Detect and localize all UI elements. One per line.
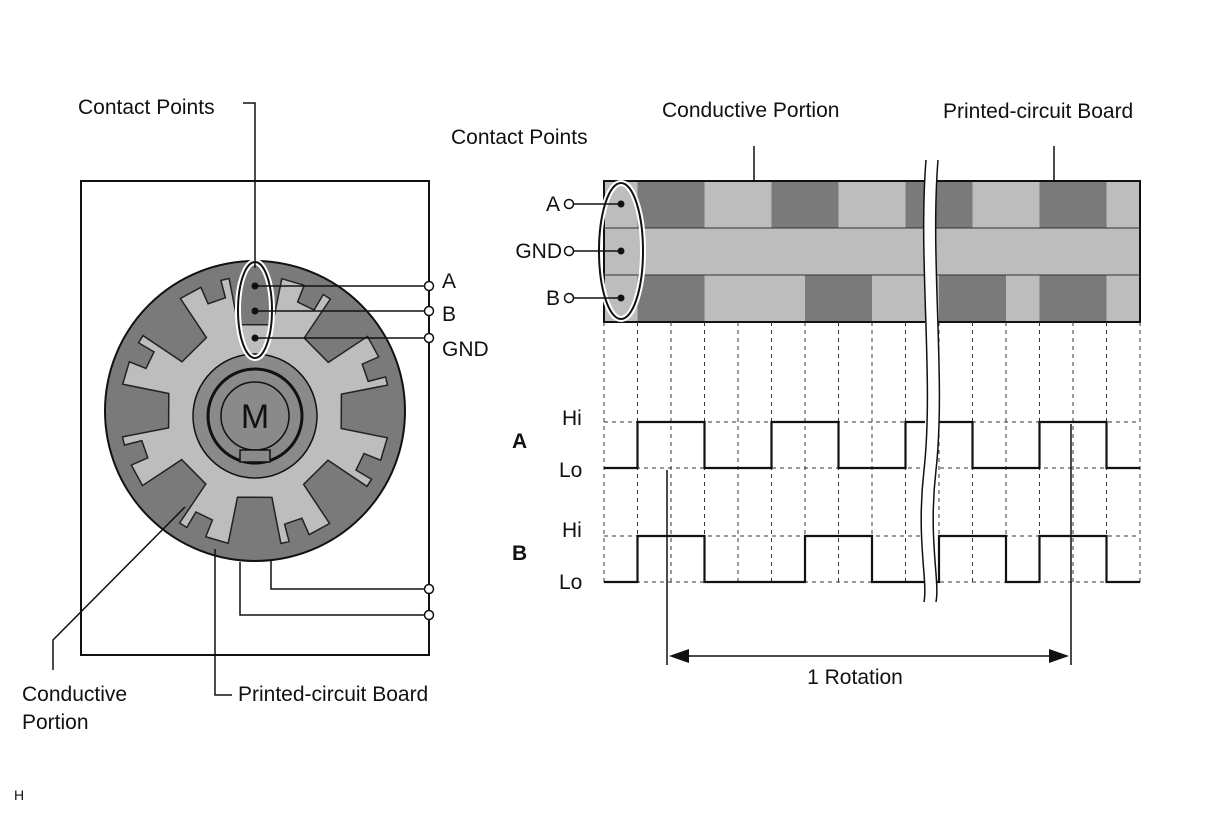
contact-points-leader [243,102,256,268]
right-conductive-portion-label: Conductive Portion [662,99,839,122]
strip-cell-gnd [939,228,973,275]
break-line-right [932,159,941,603]
right-row-label-b: B [546,287,560,310]
signal-a-hi-label: Hi [562,407,582,430]
right-contact-points-label: Contact Points [451,126,588,149]
strip-cell-a [1006,181,1040,228]
strip-cell-a [905,181,925,228]
strip-cell-gnd [805,228,839,275]
linear-strip-right [936,180,1141,584]
strip-cell-gnd [771,228,806,275]
bottom-terminal-2-icon [423,609,435,621]
strip-outline [936,180,1141,323]
strip-cell-gnd [671,228,705,275]
rotation-label: 1 Rotation [807,666,903,689]
strip-cell-b [805,275,839,322]
left-pcb-label: Printed-circuit Board [238,683,428,706]
terminal-a-icon [423,280,435,292]
strip-cell-gnd [936,228,940,275]
signal-b-label: B [512,542,527,565]
strip-cell-a [872,181,906,228]
signal-b-hi-label: Hi [562,519,582,542]
strip-cell-b [1106,275,1141,322]
left-contact-points-label: Contact Points [78,96,215,119]
break-gap [921,160,940,602]
left-conductive-portion-label-2: Portion [22,711,89,734]
strip-cell-a [939,181,973,228]
strip-cell-b [1039,275,1074,322]
right-row-label-gnd: GND [515,240,562,263]
terminal-a-label: A [442,270,456,293]
strip-cell-a [805,181,839,228]
strip-cell-b [905,275,925,322]
right-terminal-gnd-icon [563,245,575,257]
terminal-b-icon [423,305,435,317]
conductive-portion-leader [52,506,186,670]
strip-cell-b [771,275,806,322]
rotation-arrow-right-icon [1049,649,1069,663]
strip-cell-a [972,181,1007,228]
strip-cell-b [738,275,772,322]
strip-cell-gnd [972,228,1007,275]
right-terminal-b-icon [563,292,575,304]
strip-cell-gnd [1039,228,1074,275]
waveform-b [936,534,1140,584]
strip-cell-a [738,181,772,228]
strip-cell-b [939,275,973,322]
terminal-b-label: B [442,303,456,326]
strip-cell-b [704,275,739,322]
strip-cell-a [1073,181,1107,228]
strip-cell-a [771,181,806,228]
right-encoder-diagram: Contact Points Conductive Portion Printe… [451,99,1141,689]
waveform-a [936,420,1140,470]
strip-cell-a [704,181,739,228]
pcb-leader [214,549,232,696]
break-line-left [920,159,929,603]
strip-cell-a [838,181,873,228]
signal-a-lo-label: Lo [559,459,582,482]
right-row-label-a: A [546,193,560,216]
waveform-a [604,420,925,470]
waveform-b [604,534,925,584]
strip-cell-b [838,275,873,322]
rotation-arrow-left-icon [669,649,689,663]
strip-cell-b [1073,275,1107,322]
linear-strip-left [603,180,925,584]
strip-cell-gnd [738,228,772,275]
bottom-lead-1 [270,560,429,590]
strip-cell-b [972,275,1007,322]
corner-mark: H [14,787,24,803]
left-encoder-diagram: M A B GND Contact Points Conductive Port… [22,96,489,734]
motor-letter: M [241,398,269,436]
strip-cell-gnd [1073,228,1107,275]
strip-cell-b [872,275,906,322]
bottom-terminal-1-icon [423,583,435,595]
strip-cell-gnd [838,228,873,275]
motor-hub-key [239,449,271,463]
strip-cell-a [1106,181,1141,228]
right-pcb-label: Printed-circuit Board [943,100,1133,123]
signal-a-label: A [512,430,527,453]
strip-cell-gnd [1006,228,1040,275]
strip-cell-gnd [1106,228,1141,275]
signal-b-lo-label: Lo [559,571,582,594]
terminal-gnd-label: GND [442,338,489,361]
strip-cell-gnd [872,228,906,275]
strip-cell-a [671,181,705,228]
left-conductive-portion-label-1: Conductive [22,683,127,706]
terminal-gnd-icon [423,332,435,344]
strip-cell-b [671,275,705,322]
strip-cell-b [1006,275,1040,322]
strip-cell-gnd [704,228,739,275]
strip-cell-gnd [905,228,925,275]
right-terminal-a-icon [563,198,575,210]
strip-cell-a [936,181,940,228]
strip-cell-a [1039,181,1074,228]
bottom-lead-2 [239,562,429,616]
